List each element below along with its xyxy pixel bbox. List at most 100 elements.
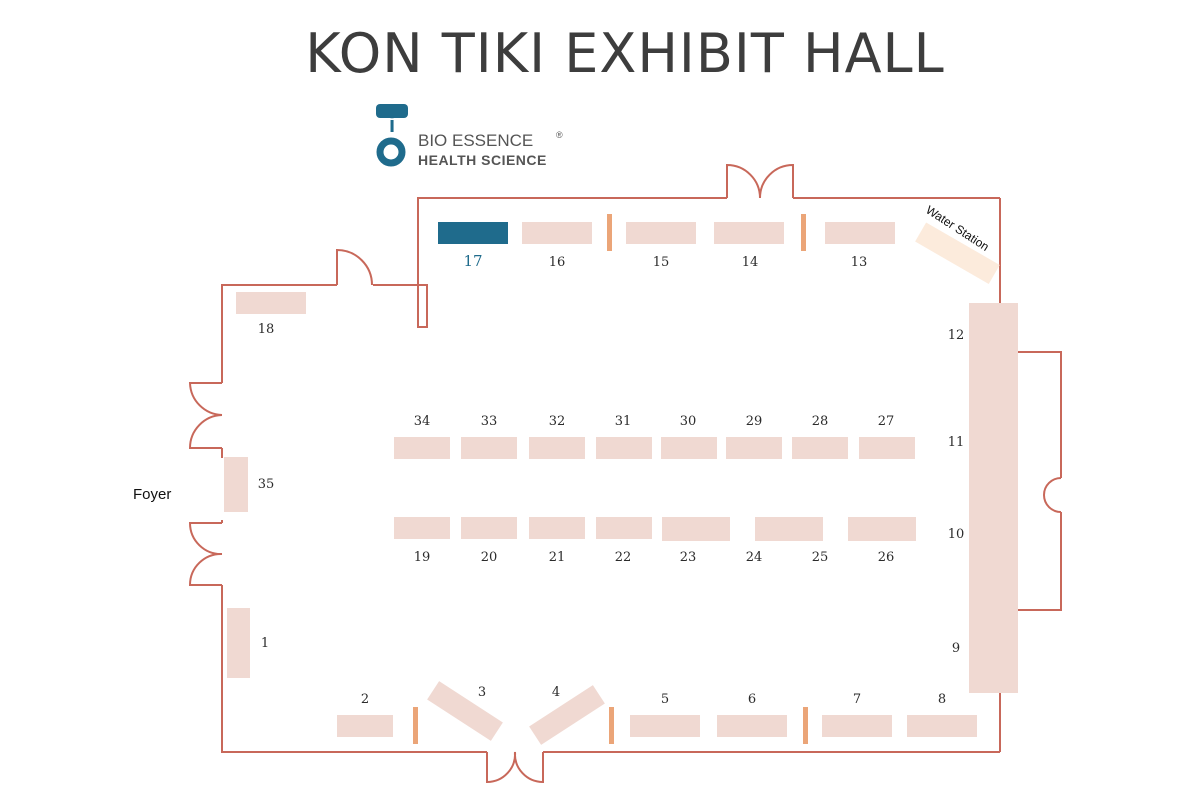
booth-15[interactable]: [626, 222, 696, 244]
booth-8[interactable]: [907, 715, 977, 737]
wall-lower-left: [221, 585, 487, 753]
booth-number-11: 11: [948, 435, 965, 450]
booth-number-17: 17: [463, 252, 482, 270]
divider-top-2: [801, 214, 806, 251]
booth-number-35: 35: [258, 477, 275, 492]
door-upper-left: [336, 248, 373, 286]
booths-center-lower: [394, 517, 916, 541]
booth-number-16: 16: [549, 255, 566, 270]
logo-mark-i: i: [389, 112, 395, 137]
wall-upper-left: [221, 284, 337, 383]
booth-1[interactable]: [227, 608, 250, 678]
booth-number-23: 23: [680, 550, 697, 565]
booth-20[interactable]: [461, 517, 517, 539]
logo-mark-o: [376, 137, 406, 167]
booth-number-1: 1: [261, 636, 269, 651]
booth-number-10: 10: [948, 527, 965, 542]
wall-annex-bottom: [1018, 512, 1062, 611]
booth-30[interactable]: [661, 437, 717, 459]
booth-26[interactable]: [848, 517, 916, 541]
door-top-b: [759, 163, 794, 199]
booth-number-22: 22: [615, 550, 632, 565]
booth-number-3: 3: [478, 685, 486, 700]
booth-9-12[interactable]: [969, 303, 1018, 693]
booth-number-25: 25: [812, 550, 829, 565]
door-left-2a: [188, 522, 223, 556]
booth-number-12: 12: [948, 328, 965, 343]
booth-27[interactable]: [859, 437, 915, 459]
logo-line1: BIO ESSENCE: [418, 131, 533, 150]
booth-numbers: 17 16 15 14 13 18 12 11 10 9 34 33 32 31…: [258, 252, 965, 707]
booth-number-32: 32: [549, 414, 566, 429]
booth-number-9: 9: [952, 641, 960, 656]
booth-32[interactable]: [529, 437, 585, 459]
booth-16[interactable]: [522, 222, 592, 244]
booth-number-2: 2: [361, 692, 369, 707]
booth-number-5: 5: [661, 692, 669, 707]
door-bottom-b: [513, 751, 544, 784]
door-annex: [1043, 477, 1062, 513]
divider-bottom-3: [803, 707, 808, 744]
wall-top-left: [373, 197, 727, 328]
booth-number-21: 21: [549, 550, 566, 565]
booth-number-4: 4: [552, 685, 560, 700]
divider-top-1: [607, 214, 612, 251]
booths-top-wall: [236, 222, 895, 314]
booth-number-28: 28: [812, 414, 829, 429]
page-title: KON TIKI EXHIBIT HALL: [305, 22, 944, 85]
booth-17[interactable]: [438, 222, 508, 244]
booth-31[interactable]: [596, 437, 652, 459]
booth-24-25[interactable]: [755, 517, 823, 541]
logo-line2: HEALTH SCIENCE: [418, 152, 547, 168]
water-station: [915, 222, 1000, 285]
booth-35[interactable]: [224, 457, 248, 512]
booth-number-29: 29: [746, 414, 763, 429]
booth-number-27: 27: [878, 414, 895, 429]
booth-number-15: 15: [653, 255, 670, 270]
booth-number-13: 13: [851, 255, 868, 270]
booth-34[interactable]: [394, 437, 450, 459]
divider-bottom-1: [413, 707, 418, 744]
booth-28[interactable]: [792, 437, 848, 459]
booth-33[interactable]: [461, 437, 517, 459]
booth-number-31: 31: [615, 414, 632, 429]
booth-5[interactable]: [630, 715, 700, 737]
booth-number-7: 7: [853, 692, 861, 707]
booth-4[interactable]: [529, 685, 605, 745]
door-left-1a: [188, 382, 223, 416]
wall-annex-top: [1018, 351, 1062, 478]
booth-number-18: 18: [258, 322, 275, 337]
foyer-label: Foyer: [133, 486, 171, 503]
booth-number-26: 26: [878, 550, 895, 565]
booths-bottom-wall: [337, 681, 977, 745]
logo-registered: ®: [556, 130, 563, 140]
booth-number-33: 33: [481, 414, 498, 429]
divider-bottom-2: [609, 707, 614, 744]
booth-14[interactable]: [714, 222, 784, 244]
booth-number-14: 14: [742, 255, 759, 270]
booth-22[interactable]: [596, 517, 652, 539]
booth-number-24: 24: [746, 550, 763, 565]
booth-number-30: 30: [680, 414, 697, 429]
bio-essence-logo: i BIO ESSENCE ® HEALTH SCIENCE: [376, 104, 563, 168]
booth-19[interactable]: [394, 517, 450, 539]
booth-6[interactable]: [717, 715, 787, 737]
booth-18[interactable]: [236, 292, 306, 314]
booth-3[interactable]: [427, 681, 503, 741]
booth-number-19: 19: [414, 550, 431, 565]
booth-7[interactable]: [822, 715, 892, 737]
door-left-1b: [188, 414, 223, 449]
hall-walls: [221, 197, 1062, 753]
booth-21[interactable]: [529, 517, 585, 539]
booths-center-upper: [394, 437, 915, 459]
booth-number-8: 8: [938, 692, 946, 707]
logo-mark-b-stem: [376, 104, 408, 118]
doors: [188, 163, 1062, 784]
door-bottom-a: [486, 751, 517, 784]
booth-23[interactable]: [662, 517, 730, 541]
booth-29[interactable]: [726, 437, 782, 459]
booth-2[interactable]: [337, 715, 393, 737]
booth-number-20: 20: [481, 550, 498, 565]
booth-13[interactable]: [825, 222, 895, 244]
